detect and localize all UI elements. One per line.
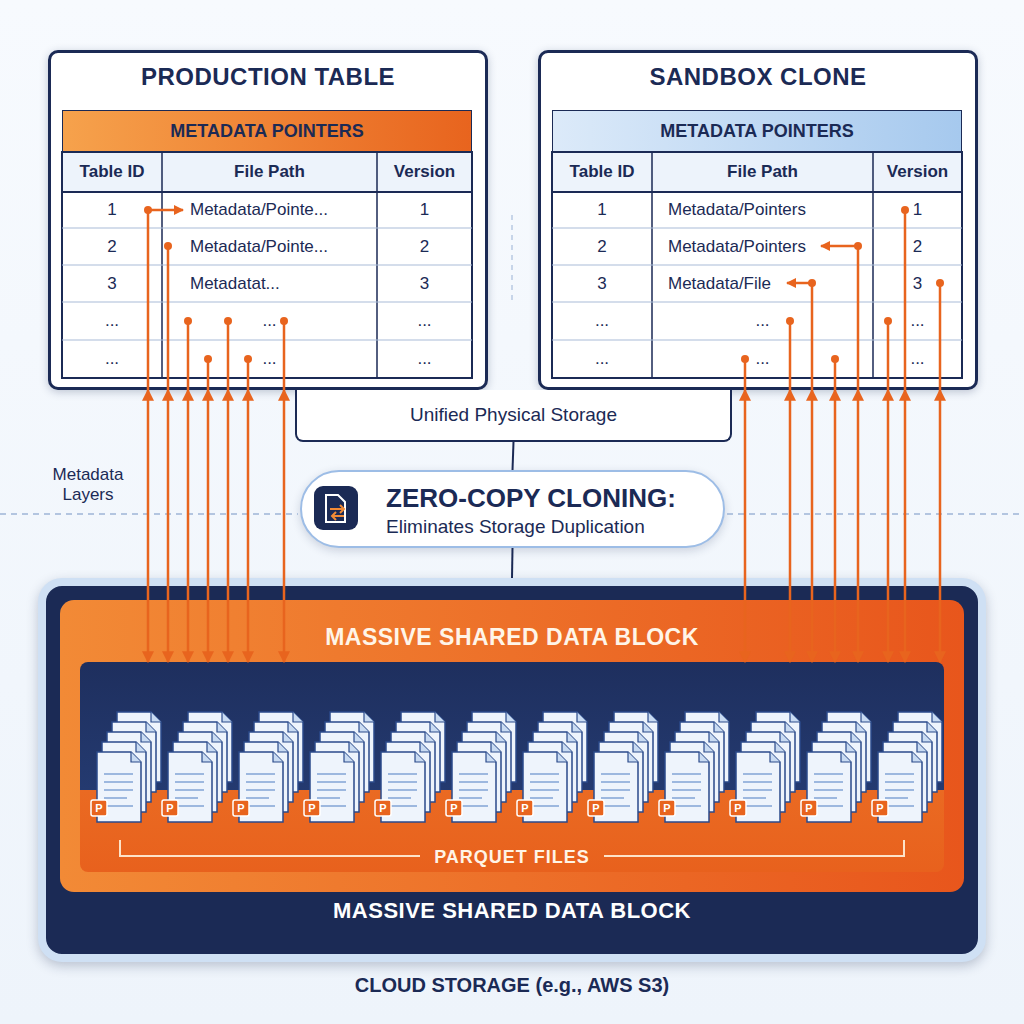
callout-title: ZERO-COPY CLONING: <box>386 483 676 514</box>
table-grid <box>62 152 472 378</box>
pointer-dots <box>144 206 944 363</box>
table-cell: 3 <box>62 265 162 302</box>
callout-body: Eliminates Storage Duplication <box>386 516 645 538</box>
table-cell: 1 <box>552 192 652 228</box>
table-header: Table ID <box>552 152 652 192</box>
callout-pill: ZERO-COPY CLONING:Eliminates Storage Dup… <box>300 470 725 548</box>
panel-title: PRODUCTION TABLE <box>51 63 485 91</box>
data-pointer-arrow <box>147 390 150 662</box>
storage-label: MASSIVE SHARED DATA BLOCK <box>46 898 978 924</box>
file-badge: P <box>872 800 888 816</box>
table-cell: ... <box>652 302 873 340</box>
table-cell: 2 <box>873 228 962 265</box>
band-title: METADATA POINTERS <box>553 111 961 151</box>
table-header: File Path <box>162 152 377 192</box>
data-pointer-arrow <box>227 390 230 662</box>
storage-caption: CLOUD STORAGE (e.g., AWS S3) <box>46 974 978 997</box>
data-pointer-arrow <box>283 390 286 662</box>
table-panel: PRODUCTION TABLE METADATA POINTERS <box>48 50 488 390</box>
data-pointer-arrow <box>167 390 170 662</box>
bracket-label: Unified Physical Storage <box>297 390 730 440</box>
clone-icon <box>314 486 358 530</box>
files-label: PARQUET FILES <box>80 847 944 868</box>
table-cell: Metadatat... <box>162 265 377 302</box>
band-title: METADATA POINTERS <box>63 111 471 151</box>
data-pointer-arrow <box>207 390 210 662</box>
data-pointer-arrow <box>811 390 814 662</box>
table-header: Table ID <box>62 152 162 192</box>
table-grid <box>552 152 962 378</box>
table-cell: ... <box>873 302 962 340</box>
table-cell: ... <box>162 340 377 378</box>
table-cell: 2 <box>552 228 652 265</box>
table-header: Version <box>873 152 962 192</box>
table-cell: ... <box>62 302 162 340</box>
table-header: File Path <box>652 152 873 192</box>
table-cell: ... <box>552 340 652 378</box>
table-cell: ... <box>377 340 472 378</box>
table-cell: ... <box>377 302 472 340</box>
file-badge: P <box>446 800 462 816</box>
file-badge: P <box>659 800 675 816</box>
table-cell: ... <box>652 340 873 378</box>
file-badge: P <box>517 800 533 816</box>
side-note: Metadata Layers <box>36 462 140 508</box>
storage-bracket: Unified Physical Storage <box>295 390 732 442</box>
table-header: Version <box>377 152 472 192</box>
table-cell: Metadata/Pointers <box>652 192 873 228</box>
data-pointer-arrow <box>904 390 907 662</box>
file-badge: P <box>588 800 604 816</box>
table-cell: 2 <box>377 228 472 265</box>
file-badge: P <box>91 800 107 816</box>
block-title: MASSIVE SHARED DATA BLOCK <box>60 624 964 651</box>
table-cell: ... <box>162 302 377 340</box>
panel-title: SANDBOX CLONE <box>541 63 975 91</box>
table-cell: 1 <box>62 192 162 228</box>
table-cell: Metadata/File <box>652 265 873 302</box>
data-pointer-arrow <box>939 390 942 662</box>
table-cell: ... <box>552 302 652 340</box>
data-pointer-arrow <box>187 390 190 662</box>
table-cell: ... <box>873 340 962 378</box>
header-band: METADATA POINTERS <box>62 110 472 152</box>
data-pointer-arrow <box>744 390 747 662</box>
file-badge: P <box>375 800 391 816</box>
table-cell: 3 <box>552 265 652 302</box>
data-pointer-arrow <box>857 390 860 662</box>
file-badge: P <box>801 800 817 816</box>
table-cell: Metadata/Pointe... <box>162 192 377 228</box>
layer-divider <box>0 513 1024 515</box>
table-cell: 1 <box>377 192 472 228</box>
layer-divider <box>511 215 513 300</box>
table-cell: Metadata/Pointers <box>652 228 873 265</box>
header-band: METADATA POINTERS <box>552 110 962 152</box>
file-badge: P <box>233 800 249 816</box>
file-badge: P <box>304 800 320 816</box>
table-cell: Metadata/Pointe... <box>162 228 377 265</box>
table-cell: ... <box>62 340 162 378</box>
pointer-leaders <box>148 210 940 390</box>
table-cell: 3 <box>873 265 962 302</box>
link-line <box>513 442 514 470</box>
file-badge: P <box>162 800 178 816</box>
parquet-file-stacks <box>91 712 942 822</box>
table-cell: 1 <box>873 192 962 228</box>
data-pointer-arrow <box>834 390 837 662</box>
table-cell: 3 <box>377 265 472 302</box>
data-pointer-arrow <box>887 390 890 662</box>
link-line <box>511 548 514 578</box>
files-bracket <box>120 840 904 856</box>
file-badge: P <box>730 800 746 816</box>
data-pointer-arrow <box>247 390 250 662</box>
table-cell: 2 <box>62 228 162 265</box>
table-panel: SANDBOX CLONE METADATA POINTERS <box>538 50 978 390</box>
data-pointer-arrow <box>789 390 792 662</box>
